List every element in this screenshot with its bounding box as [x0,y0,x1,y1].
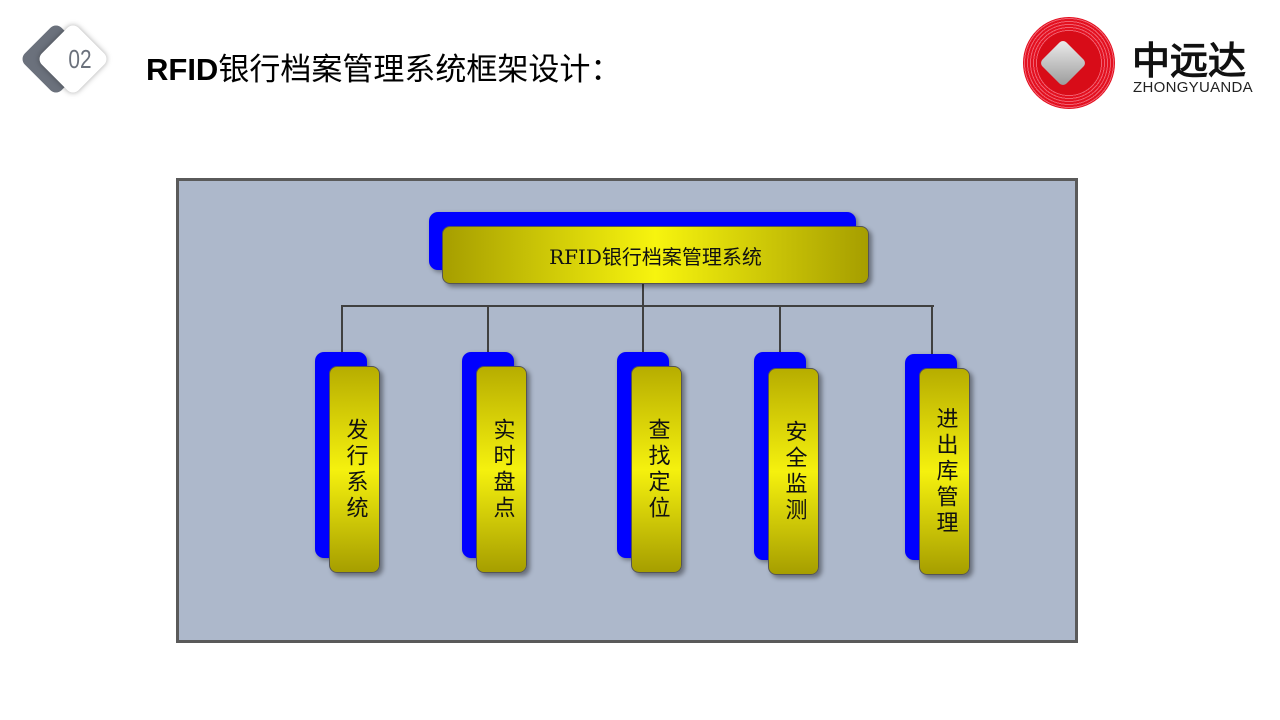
root-node: RFID银行档案管理系统 [442,226,869,284]
connector-child [642,305,644,355]
logo-name-en: ZHONGYUANDA [1133,79,1253,96]
connector-root [642,283,644,307]
child-node-inventory: 实时盘点 [476,366,527,573]
child-node-security: 安全监测 [768,368,819,575]
connector-child [931,305,933,355]
connector-child [487,305,489,355]
connector-bus [341,305,934,307]
child-node-locate: 查找定位 [631,366,682,573]
page-title: RFID银行档案管理系统框架设计： [146,44,621,89]
child-node-issuance: 发行系统 [329,366,380,573]
section-number: 02 [68,44,92,74]
logo-name-cn: 中远达 [1132,39,1247,83]
title-bold: RFID [146,52,219,87]
child-node-in-out: 进出库管理 [919,368,970,575]
connector-child [341,305,343,355]
connector-child [779,305,781,355]
title-rest: 银行档案管理系统框架设计： [218,52,622,88]
